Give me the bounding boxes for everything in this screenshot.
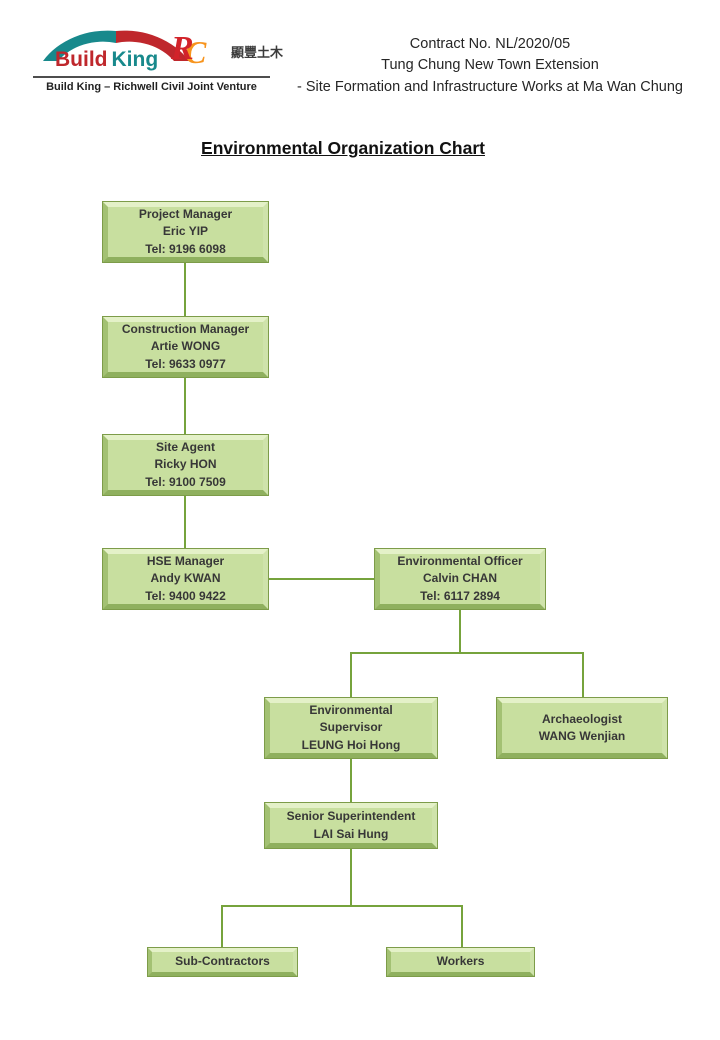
- node-tel: Tel: 9400 9422: [145, 588, 226, 603]
- node-role: Senior Superintendent: [286, 809, 416, 824]
- node-tel: Tel: 9196 6098: [145, 241, 226, 256]
- connector-pm-cm: [184, 262, 186, 317]
- node-role: Project Manager: [138, 206, 233, 221]
- node-role: Archaeologist: [541, 711, 622, 726]
- connector-down-envsup: [350, 652, 352, 698]
- rc-logo-icon: R C: [171, 30, 231, 72]
- node-role: Sub-Contractors: [175, 954, 270, 969]
- node-role: Environmental: [309, 702, 393, 717]
- buildking-arch-icon: [43, 30, 189, 61]
- brand-build: Build: [55, 48, 108, 71]
- joint-venture-tagline: Build King – Richwell Civil Joint Ventur…: [46, 81, 257, 93]
- org-node-hse-manager: HSE Manager Andy KWAN Tel: 9400 9422: [102, 548, 269, 610]
- connector-hse-eo: [268, 578, 375, 580]
- org-node-site-agent: Site Agent Ricky HON Tel: 9100 7509: [102, 434, 269, 496]
- node-role2: Supervisor: [319, 720, 383, 735]
- connector-envsup-sensup: [350, 758, 352, 803]
- connector-down-archaeologist: [582, 652, 584, 698]
- node-person: Andy KWAN: [150, 571, 221, 586]
- node-tel: Tel: 9633 0977: [145, 356, 226, 371]
- connector-eo-split: [350, 652, 584, 654]
- node-tel: Tel: 9100 7509: [145, 474, 226, 489]
- node-person: Eric YIP: [162, 224, 209, 239]
- connector-eo-down: [459, 609, 461, 653]
- rc-letter-c: C: [185, 34, 207, 70]
- rc-chinese-name: 顯豐土木: [231, 45, 284, 60]
- node-tel: Tel: 6117 2894: [420, 588, 500, 603]
- node-role: Workers: [436, 954, 485, 969]
- org-node-environmental-officer: Environmental Officer Calvin CHAN Tel: 6…: [374, 548, 546, 610]
- node-role: Site Agent: [156, 439, 215, 454]
- connector-sensup-down: [350, 848, 352, 905]
- connector-down-workers: [461, 905, 463, 950]
- connector-sa-hse: [184, 495, 186, 549]
- page-title: Environmental Organization Chart: [201, 138, 485, 158]
- connector-sensup-split: [221, 905, 463, 907]
- contract-header: Contract No. NL/2020/05 Tung Chung New T…: [275, 34, 705, 98]
- org-node-environmental-supervisor: Environmental Supervisor LEUNG Hoi Hong: [264, 697, 438, 759]
- org-node-senior-superintendent: Senior Superintendent LAI Sai Hung: [264, 802, 438, 849]
- node-role: Environmental Officer: [397, 553, 523, 568]
- org-node-construction-manager: Construction Manager Artie WONG Tel: 963…: [102, 316, 269, 378]
- node-role: Construction Manager: [121, 321, 250, 336]
- project-scope: - Site Formation and Infrastructure Work…: [296, 78, 683, 95]
- node-person: Artie WONG: [150, 339, 221, 354]
- node-person: Ricky HON: [154, 457, 217, 472]
- org-node-archaeologist: Archaeologist WANG Wenjian: [496, 697, 668, 759]
- node-role: HSE Manager: [146, 553, 225, 568]
- node-person: WANG Wenjian: [538, 729, 626, 743]
- org-node-sub-contractors: Sub-Contractors: [147, 947, 298, 977]
- contract-number: Contract No. NL/2020/05: [409, 36, 571, 52]
- org-node-project-manager: Project Manager Eric YIP Tel: 9196 6098: [102, 201, 269, 263]
- rc-letter-r: R: [171, 30, 194, 67]
- connector-down-subcontractors: [221, 905, 223, 950]
- node-person: LAI Sai Hung: [313, 826, 389, 841]
- connector-cm-sa: [184, 377, 186, 435]
- node-person: Calvin CHAN: [422, 571, 497, 586]
- org-node-workers: Workers: [386, 947, 535, 977]
- logo-divider: [33, 76, 270, 78]
- brand-king: King: [111, 48, 159, 71]
- project-name: Tung Chung New Town Extension: [381, 57, 599, 74]
- node-person: LEUNG Hoi Hong: [301, 737, 401, 752]
